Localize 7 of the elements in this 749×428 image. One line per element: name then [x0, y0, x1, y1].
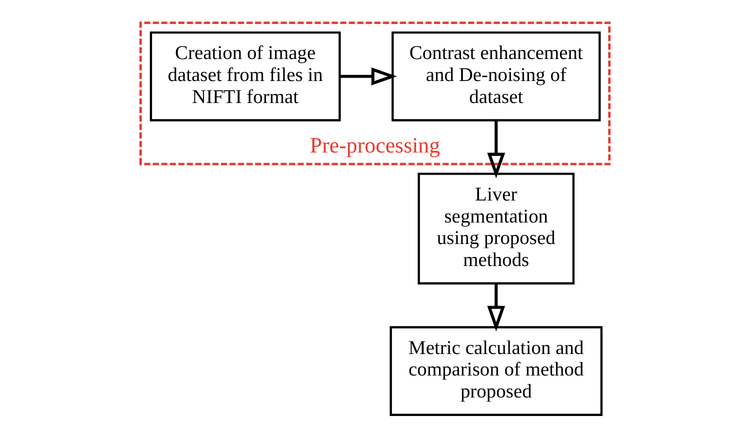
node-box: Contrast enhancement and De-noising of dataset — [391, 31, 600, 122]
node-box: Metric calculation and comparison of method proposed — [389, 326, 602, 416]
arrow — [339, 67, 396, 86]
node-box: Creation of image dataset from files in NIFTI format — [149, 31, 340, 122]
arrow — [486, 120, 505, 178]
arrow — [486, 284, 505, 332]
node-box: Liver segmentation using proposed methods — [417, 172, 574, 284]
